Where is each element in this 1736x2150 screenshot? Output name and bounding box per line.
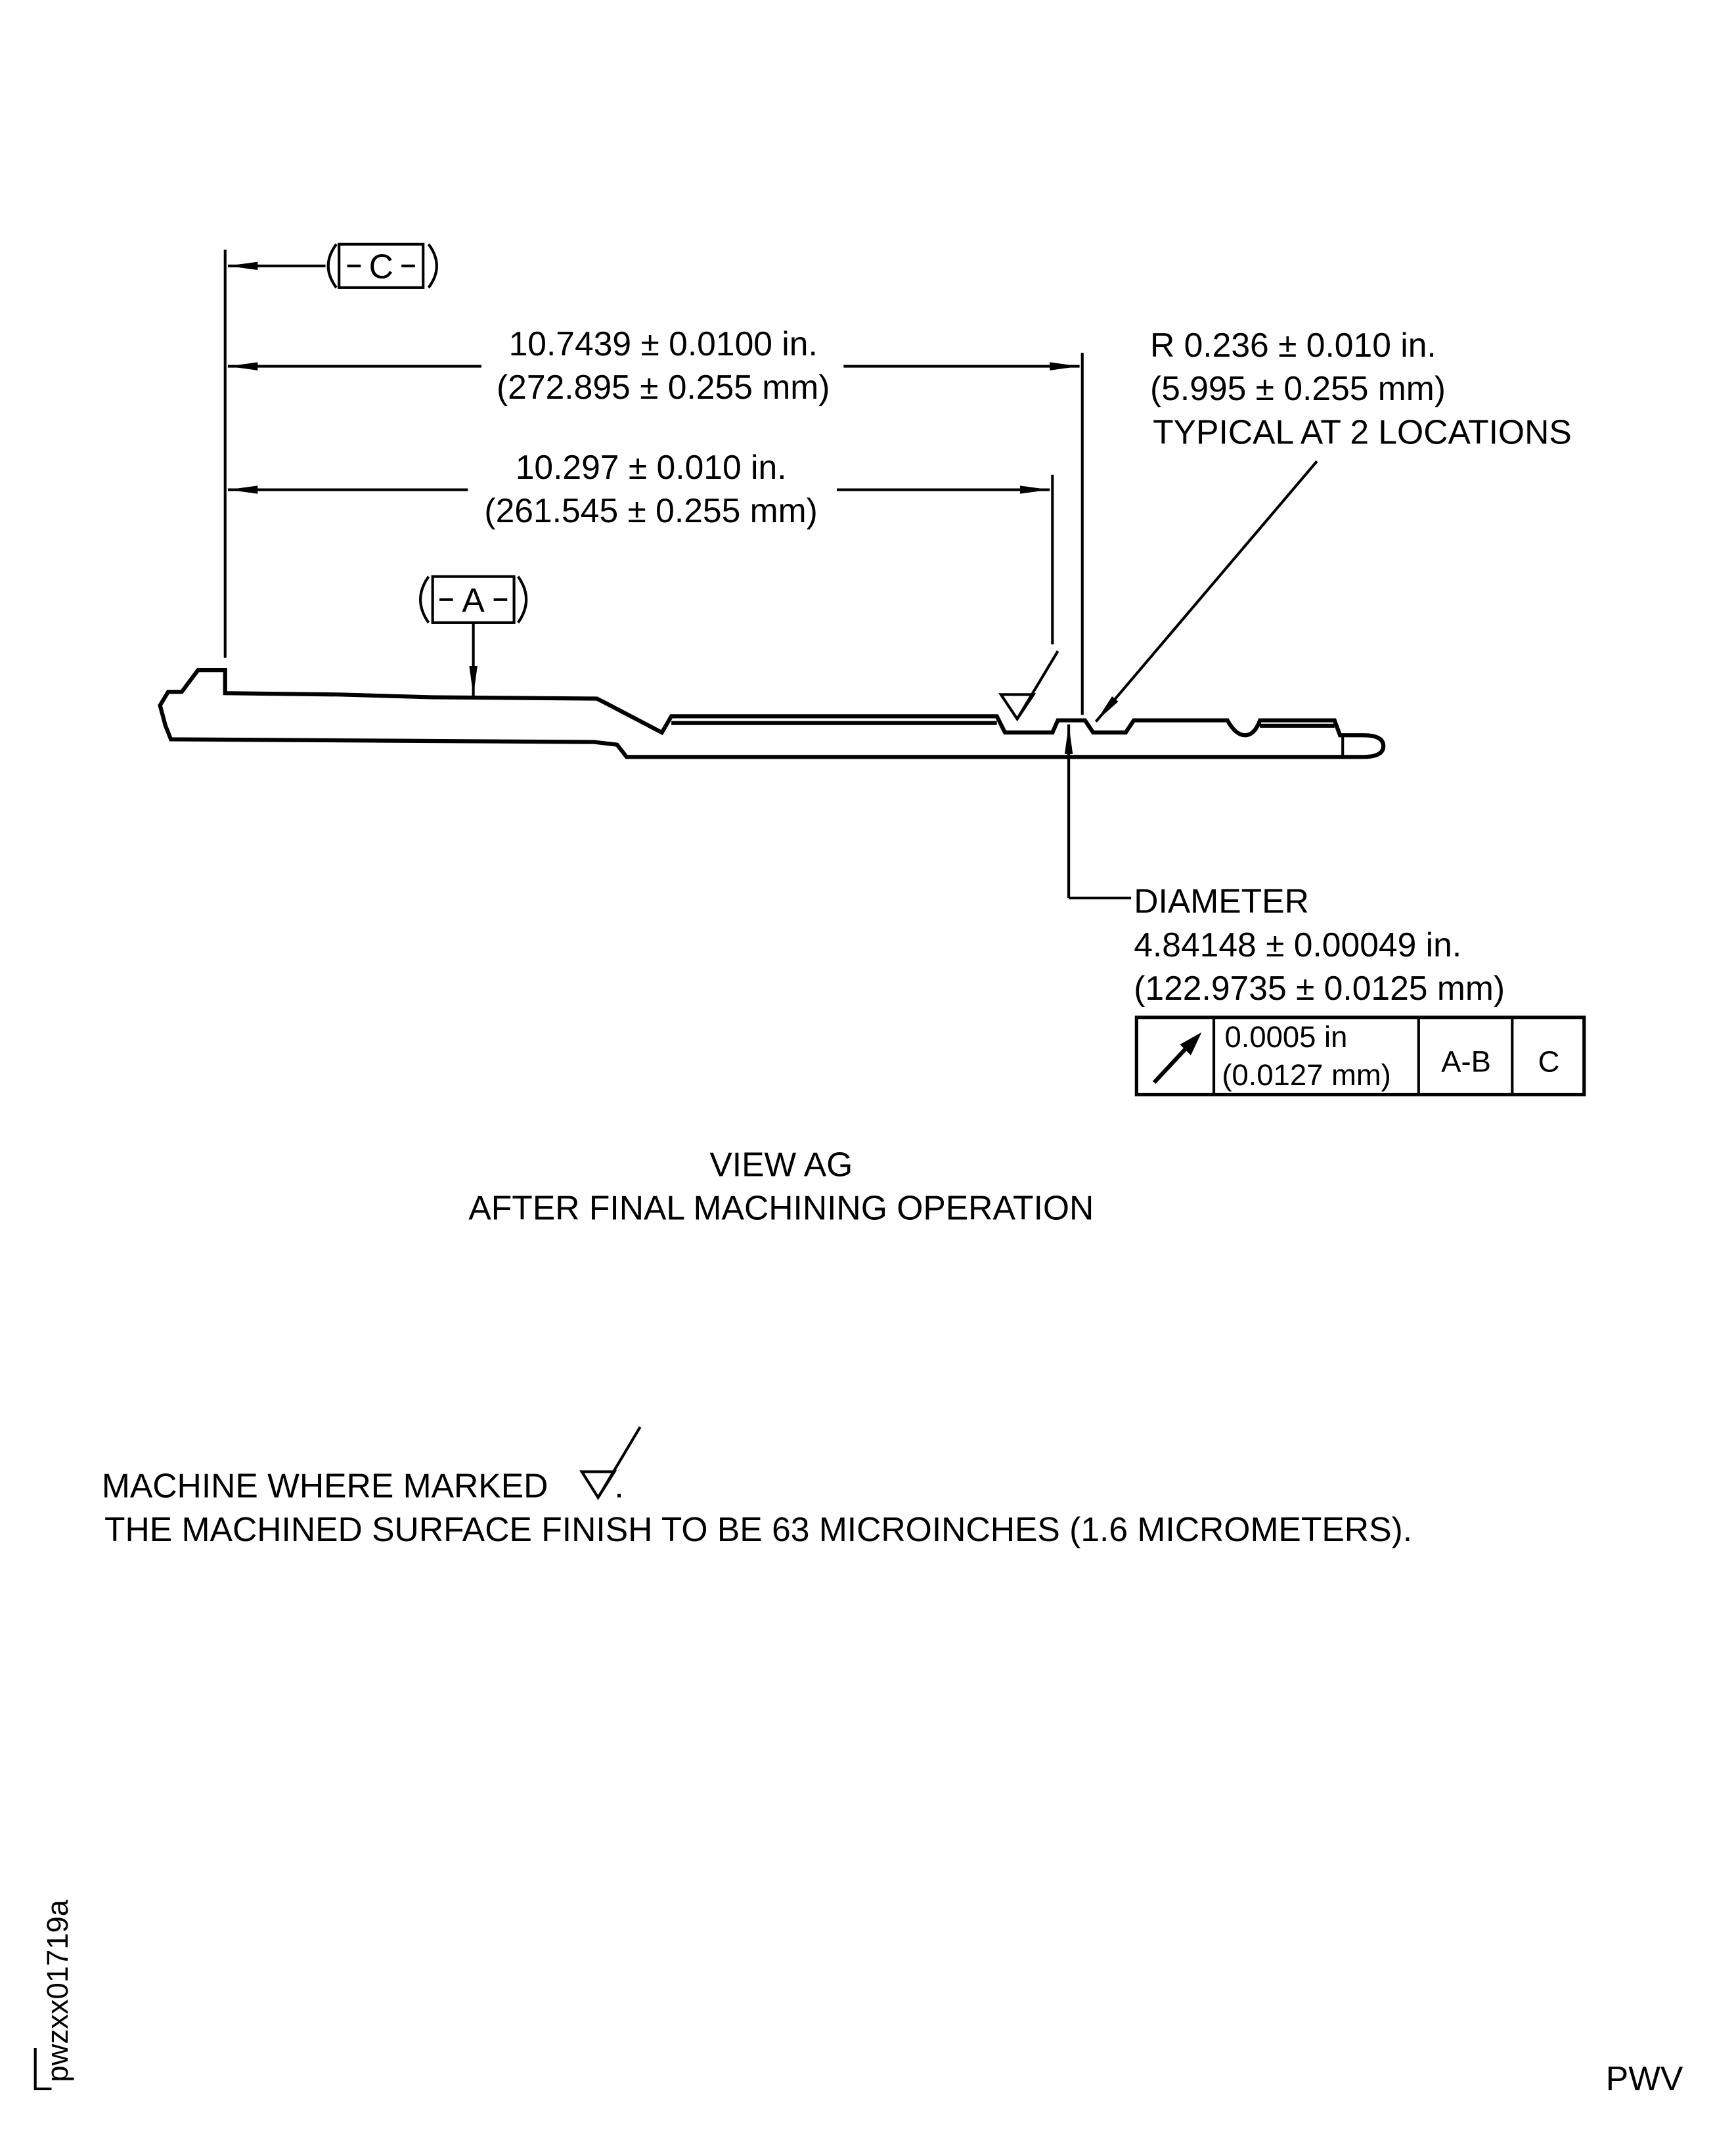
inner-length-dimension: 10.297 ± 0.010 in. (261.545 ± 0.255 mm) bbox=[227, 448, 1054, 644]
diameter-mm: (122.9735 ± 0.0125 mm) bbox=[1134, 969, 1505, 1007]
inner-length-inch: 10.297 ± 0.010 in. bbox=[516, 448, 787, 486]
figure-id-label: pwzxx01719a bbox=[41, 1899, 74, 2082]
datum-secondary: C bbox=[1538, 1044, 1560, 1078]
datum-c-label: C bbox=[369, 247, 393, 285]
note-machine-where-marked: MACHINE WHERE MARKED bbox=[102, 1467, 548, 1505]
notes: MACHINE WHERE MARKED . THE MACHINED SURF… bbox=[102, 1426, 1412, 1548]
surface-finish-symbol bbox=[998, 650, 1059, 722]
view-subtitle: AFTER FINAL MACHINING OPERATION bbox=[468, 1188, 1094, 1226]
overall-length-dimension: 10.7439 ± 0.0100 in. (272.895 ± 0.255 mm… bbox=[227, 325, 1084, 715]
inner-length-mm: (261.545 ± 0.255 mm) bbox=[484, 491, 817, 529]
view-title: VIEW AG bbox=[709, 1145, 853, 1183]
surface-finish-note-icon bbox=[579, 1426, 642, 1500]
radius-note-locations: TYPICAL AT 2 LOCATIONS bbox=[1153, 413, 1572, 451]
part-profile bbox=[158, 668, 1386, 759]
radius-note-inch: R 0.236 ± 0.010 in. bbox=[1150, 326, 1436, 364]
feature-control-frame: 0.0005 in (0.0127 mm) A-B C bbox=[1134, 1016, 1586, 1097]
overall-length-inch: 10.7439 ± 0.0100 in. bbox=[509, 325, 818, 363]
datum-primary: A-B bbox=[1441, 1044, 1491, 1078]
datum-a-label: A bbox=[462, 581, 485, 619]
datum-c-symbol: C bbox=[223, 242, 438, 658]
figure-id: pwzxx01719a bbox=[33, 1899, 74, 2091]
overall-length-mm: (272.895 ± 0.255 mm) bbox=[497, 368, 830, 406]
footer-code: PWV bbox=[1606, 2059, 1683, 2097]
diameter-label: DIAMETER bbox=[1134, 882, 1309, 920]
note-surface-finish: THE MACHINED SURFACE FINISH TO BE 63 MIC… bbox=[104, 1510, 1412, 1548]
radius-note-mm: (5.995 ± 0.255 mm) bbox=[1150, 369, 1446, 407]
tolerance-mm: (0.0127 mm) bbox=[1222, 1058, 1391, 1092]
circular-runout-icon bbox=[1152, 1032, 1202, 1084]
tolerance-inch: 0.0005 in bbox=[1225, 1020, 1348, 1054]
radius-note: R 0.236 ± 0.010 in. (5.995 ± 0.255 mm) T… bbox=[1094, 326, 1572, 723]
diameter-inch: 4.84148 ± 0.00049 in. bbox=[1134, 926, 1461, 964]
datum-a-symbol: A bbox=[419, 575, 528, 696]
diameter-note: DIAMETER 4.84148 ± 0.00049 in. (122.9735… bbox=[1064, 724, 1505, 1007]
note-period: . bbox=[614, 1467, 623, 1505]
